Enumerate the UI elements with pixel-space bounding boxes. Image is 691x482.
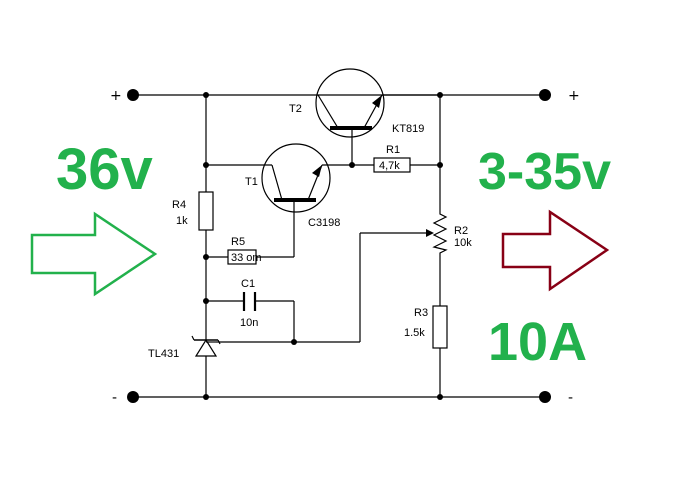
terminals <box>127 89 551 403</box>
output-voltage-label: 3-35v <box>478 143 611 201</box>
output-minus-terminal[interactable] <box>539 391 551 403</box>
t2-part: KT819 <box>392 123 424 135</box>
input-minus-terminal[interactable] <box>127 391 139 403</box>
resistor-r5 <box>227 249 257 265</box>
input-minus-sign: - <box>112 390 117 406</box>
r5-ref: R5 <box>231 236 245 248</box>
input-plus-sign: + <box>110 88 122 104</box>
input-voltage-label: 36v <box>56 137 153 202</box>
r3-value: 1.5k <box>404 327 425 339</box>
output-current-label: 10A <box>488 312 587 372</box>
r4-value: 1k <box>176 215 188 227</box>
output-minus-sign: - <box>568 390 573 406</box>
tl431-regulator <box>191 326 221 357</box>
r1-value: 4,7k <box>379 160 400 172</box>
resistor-r4 <box>198 191 214 231</box>
t2-ref: T2 <box>289 103 302 115</box>
input-plus-terminal[interactable] <box>127 89 139 101</box>
output-arrow-icon <box>501 209 610 292</box>
tl431-part: TL431 <box>148 348 179 360</box>
resistor-r1 <box>373 157 411 173</box>
transistor-t1 <box>261 143 331 213</box>
r2-ref: R2 <box>454 225 468 237</box>
wires <box>133 94 545 398</box>
input-arrow-icon <box>30 211 158 297</box>
transistor-t2 <box>315 68 440 138</box>
c1-ref: C1 <box>241 278 255 290</box>
t1-part: C3198 <box>308 217 340 229</box>
output-plus-terminal[interactable] <box>539 89 551 101</box>
capacitor-c1 <box>242 292 257 311</box>
c1-value: 10n <box>240 317 258 329</box>
r4-ref: R4 <box>172 199 186 211</box>
r1-ref: R1 <box>386 144 400 156</box>
r5-value: 33 om <box>231 252 262 264</box>
r3-ref: R3 <box>414 307 428 319</box>
t1-ref: T1 <box>245 176 258 188</box>
output-plus-sign: + <box>568 88 580 104</box>
r2-value: 10k <box>454 237 472 249</box>
resistor-r3 <box>432 305 448 349</box>
potentiometer-r2 <box>426 210 448 256</box>
